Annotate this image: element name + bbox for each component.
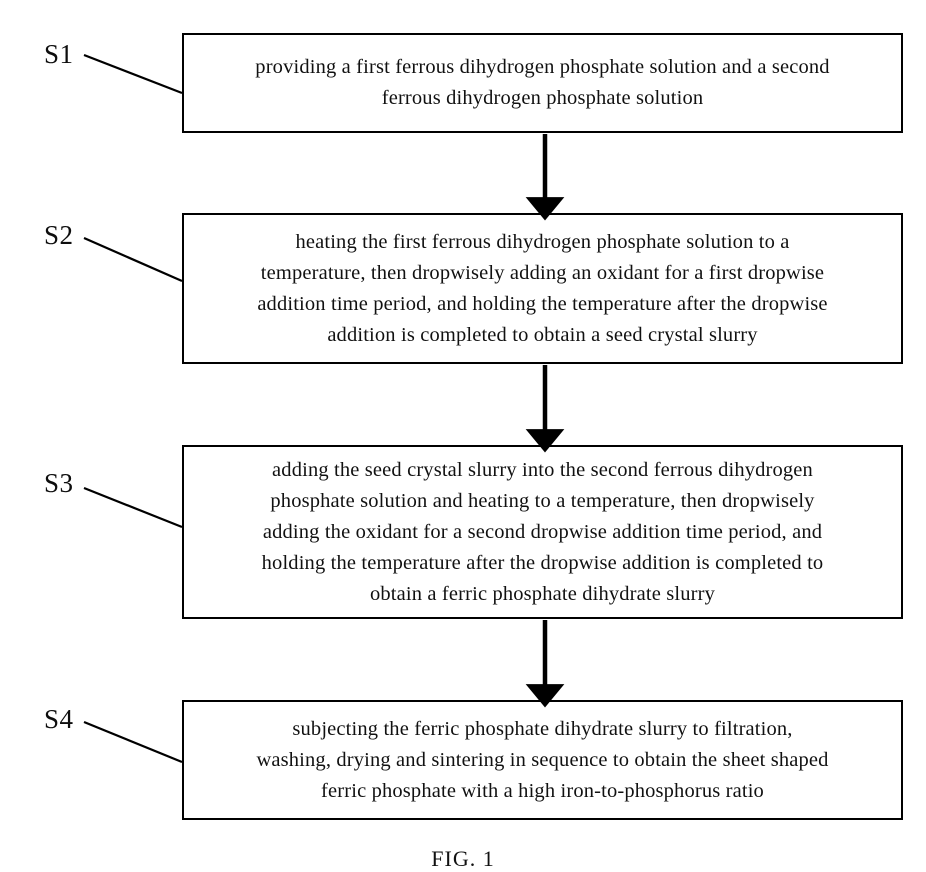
step-label-s3: S3 (44, 468, 74, 498)
step-label-s2: S2 (44, 220, 74, 250)
leader-line-s3 (83, 486, 183, 529)
process-box-s1: providing a first ferrous dihydrogen pho… (182, 33, 903, 133)
step-label-s4: S4 (44, 704, 74, 734)
leader-line-s4 (83, 720, 183, 764)
process-box-s3-text: adding the seed crystal slurry into the … (261, 458, 824, 605)
leader-line-s1 (83, 53, 183, 95)
process-box-s4-text: subjecting the ferric phosphate dihydrat… (256, 717, 829, 802)
figure-caption: FIG. 1 (431, 846, 495, 871)
step-label-s1: S1 (44, 39, 74, 69)
leader-line-s2 (83, 236, 183, 283)
process-box-s2-text: heating the first ferrous dihydrogen pho… (257, 230, 828, 346)
process-box-s2: heating the first ferrous dihydrogen pho… (182, 213, 903, 364)
process-box-s4: subjecting the ferric phosphate dihydrat… (182, 700, 903, 820)
process-box-s3: adding the seed crystal slurry into the … (182, 445, 903, 619)
process-box-s1-text: providing a first ferrous dihydrogen pho… (255, 56, 830, 109)
